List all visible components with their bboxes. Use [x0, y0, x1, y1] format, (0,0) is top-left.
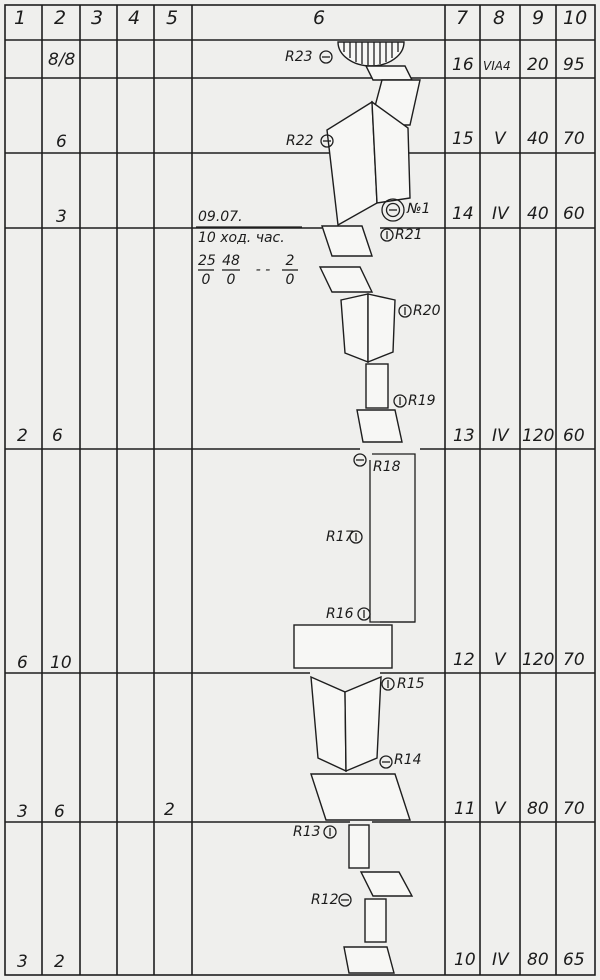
row10-col10: 65	[563, 950, 585, 970]
row12-col8: V	[494, 650, 506, 670]
column-lines	[41, 5, 557, 975]
row10-col8: IV	[492, 950, 509, 970]
row15-col2: 6	[56, 132, 67, 152]
header-col-6: 6	[313, 7, 326, 29]
row15-col9: 40	[527, 129, 549, 149]
row11-col2: 6	[54, 802, 65, 822]
row15-col10: 70	[563, 129, 585, 149]
note-date: 09.07.	[198, 209, 243, 225]
header-col-1: 1	[14, 7, 27, 29]
row11-col1: 3	[17, 802, 28, 822]
row12-col9: 120	[522, 650, 555, 670]
row16-col8: VIA4	[483, 59, 511, 73]
row13-col2: 6	[52, 426, 63, 446]
label-no1: №1	[407, 201, 431, 217]
layer-lines	[5, 77, 595, 823]
table-frame	[4, 4, 596, 976]
row14-col2: 3	[56, 207, 67, 227]
fraction-2-den: 0	[226, 272, 236, 288]
row10-col7: 10	[454, 950, 476, 970]
row12-col7: 12	[453, 650, 475, 670]
label-r17: R17	[326, 529, 354, 545]
label-r22: R22	[286, 133, 314, 149]
row16-col10: 95	[563, 55, 585, 75]
row11-col5: 2	[164, 800, 175, 820]
row13-col1: 2	[17, 426, 28, 446]
header-col-9: 9	[532, 7, 545, 29]
header-col-3: 3	[91, 7, 104, 29]
hatched-semicircle	[337, 41, 405, 67]
row10-col2: 2	[54, 952, 65, 972]
header-col-7: 7	[456, 7, 469, 29]
gallery-sketch	[293, 65, 421, 974]
fraction-2-num: 48	[222, 253, 240, 269]
row13-col7: 13	[453, 426, 475, 446]
header-col-4: 4	[128, 7, 141, 29]
header-col-8: 8	[493, 7, 506, 29]
label-r19: R19	[408, 393, 436, 409]
row13-col8: IV	[492, 426, 509, 446]
row11-col10: 70	[563, 799, 585, 819]
label-r20: R20	[413, 303, 441, 319]
note-hours: 10 ход. час.	[198, 230, 285, 246]
row15-col8: V	[494, 129, 506, 149]
label-r16: R16	[326, 606, 354, 622]
row13-col9: 120	[522, 426, 555, 446]
row16-col2: 8/8	[48, 50, 76, 70]
row12-col10: 70	[563, 650, 585, 670]
row15-col7: 15	[452, 129, 474, 149]
label-r14: R14	[394, 752, 422, 768]
fraction-separator: - -	[255, 262, 271, 278]
row14-col7: 14	[452, 204, 474, 224]
label-r23: R23	[285, 49, 313, 65]
row16-col9: 20	[527, 55, 549, 75]
header-col-5: 5	[166, 7, 179, 29]
fraction-1-num: 25	[198, 253, 216, 269]
label-r13: R13	[293, 824, 321, 840]
station-markers	[319, 50, 412, 907]
label-r21: R21	[395, 227, 423, 243]
row11-col8: V	[494, 799, 506, 819]
fraction-1-den: 0	[201, 272, 211, 288]
row10-col9: 80	[527, 950, 549, 970]
row14-col10: 60	[563, 204, 585, 224]
label-r18: R18	[373, 459, 401, 475]
row16-col7: 16	[452, 55, 474, 75]
header-col-10: 10	[563, 7, 588, 29]
label-r15: R15	[397, 676, 425, 692]
row14-col9: 40	[527, 204, 549, 224]
label-r12: R12	[311, 892, 339, 908]
row12-col2: 10	[50, 653, 72, 673]
fraction-3-den: 0	[285, 272, 295, 288]
row14-col8: IV	[492, 204, 509, 224]
row11-col7: 11	[454, 799, 476, 819]
fraction-3-num: 2	[285, 253, 295, 269]
header-col-2: 2	[54, 7, 67, 29]
row10-col1: 3	[17, 952, 28, 972]
row11-col9: 80	[527, 799, 549, 819]
row12-col1: 6	[17, 653, 28, 673]
row13-col10: 60	[563, 426, 585, 446]
